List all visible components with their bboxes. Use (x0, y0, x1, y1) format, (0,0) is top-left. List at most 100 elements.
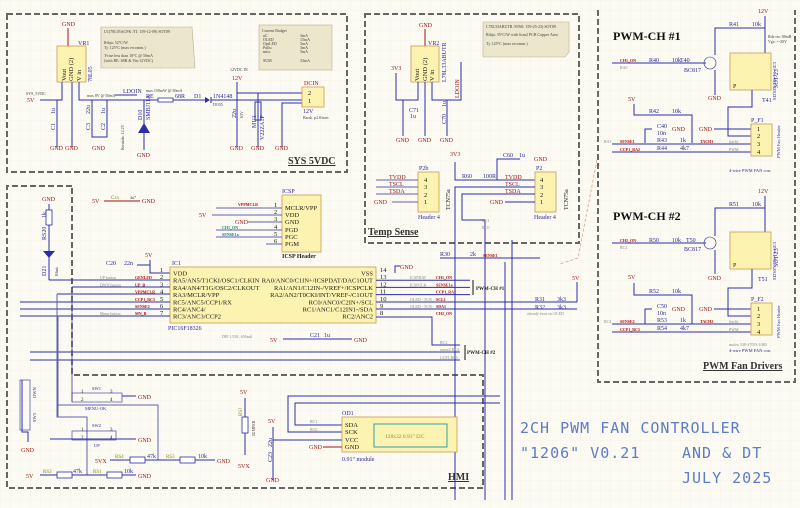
net-label: SENSE1 (483, 253, 498, 258)
c21-ref: C21 (310, 333, 320, 339)
t51-part: SI2307CDS-T1-GE3 (772, 241, 777, 280)
5v-label: 5V (26, 474, 34, 480)
r42-value: 10k (672, 109, 681, 115)
r54-value: 4k7 (680, 326, 689, 332)
c3-ref: C3 (86, 123, 92, 130)
vr1-part: 78L05 (88, 66, 94, 82)
c60-value: 1u (519, 153, 525, 159)
r41-value: 10k (752, 22, 761, 28)
wire (714, 16, 766, 55)
title-line-1: 2CH PWM FAN CONTROLLER (520, 419, 741, 437)
net-label: sense2 RC4 (440, 347, 459, 352)
net-label: RC0 (310, 427, 317, 432)
pin-number: 2 (757, 133, 760, 140)
net-label: TSDA (389, 189, 405, 195)
note-line: T-rise less than 18°C @ 50mA (104, 53, 153, 58)
p2b-header (417, 171, 440, 213)
t51-ref: T51 (758, 277, 768, 283)
mosfet-spec: Rds-on: 88mR (768, 34, 792, 39)
ic1-pin-name: RC0/ANC0/C2IN+/SCL (309, 299, 373, 306)
pin-number: 4 (540, 177, 544, 184)
p2-ref: P2 (536, 166, 542, 172)
wire (633, 104, 693, 143)
pin-number: 2 (81, 398, 84, 403)
gnd-label: GND (440, 138, 454, 144)
p2b-name: Header 4 (418, 215, 440, 221)
hmi-section-border (6, 185, 484, 489)
p-f2-name: PWM Fan Header (776, 305, 781, 338)
5v-label: 5V (572, 276, 580, 282)
mu1-ref: MU1 (252, 115, 258, 128)
pin-label: PWM (729, 327, 739, 332)
ic1-pin-number: 6 (160, 303, 164, 310)
pin-number: 3 (757, 321, 760, 328)
gnd-label: GND (92, 146, 106, 152)
net-label: RC2 (620, 245, 627, 250)
ic1-pin-number: 5 (160, 296, 163, 303)
icsp-section: 5V Cxx 4u7 GND ICSP ICSP Header 1 2 3 4 … (92, 189, 322, 260)
r40-value: 10k (672, 58, 681, 64)
p-f1-name: PWM Fan Header (776, 125, 781, 158)
wire (58, 404, 159, 460)
r41-ref: R41 (729, 22, 739, 28)
net-label: TVDD (389, 175, 406, 181)
c60-ref: C60 (503, 153, 513, 159)
budget-value: 5mA (300, 41, 308, 46)
r31-ref: R31 (535, 297, 545, 303)
pwm-section-border (597, 10, 796, 383)
connector-note: 4-wire PWM FAN con. (729, 168, 771, 173)
c2-ref: C2 (101, 123, 107, 130)
gnd-label: GND (21, 448, 35, 454)
gnd-label: GND (138, 474, 152, 480)
c70-value: 1u (442, 101, 448, 107)
5v-label: 5V (199, 213, 207, 219)
t41-package: SOT-23 (774, 69, 780, 88)
net-label: SENSE2 (135, 304, 150, 309)
gnd-label: GND (142, 199, 156, 205)
title-line-3: AND & DT (682, 444, 762, 462)
net-label: CH2_ON (620, 238, 636, 243)
sw1-button (71, 392, 123, 403)
od1-oled-module (341, 416, 458, 453)
p2b-part: TCN75a (446, 189, 452, 210)
budget-value: 3mA (300, 45, 308, 50)
r53-value: 1k (680, 318, 686, 324)
net-label: VPPMCLR (238, 202, 258, 207)
icsp-header (281, 194, 322, 253)
ic1-pin-number: 3 (160, 281, 163, 288)
net-label: GENLED (135, 275, 152, 280)
wire (287, 395, 500, 433)
pin-name: VDD (285, 212, 299, 219)
dcin-voltage: 12V (303, 109, 314, 115)
net-label: SENSE2 (620, 319, 635, 324)
net-label: CH2_ON (436, 311, 452, 316)
p2-header (534, 171, 557, 213)
ic1-pin-name: RC5/ANC5/CCP1/RX (173, 299, 232, 306)
ic1-ref: IC1 (172, 261, 181, 267)
ic1-pin-number: 10 (380, 296, 387, 303)
c50-ref: C50 (657, 304, 667, 310)
rs4-ref: RS4 (115, 455, 124, 460)
r44-ref: R44 (657, 146, 667, 152)
t40-ref: T40 (680, 58, 690, 64)
ic1-pin-name: RA0/ANC0/C1IN+/ICSPDAT/DAC1OUT (262, 278, 373, 285)
pin-name: PGD (285, 227, 298, 234)
budget-value: 3mA (300, 33, 308, 38)
ic1-pin-name: RA1/AN1/C12IN-/VREF+/ICSPCLK (274, 285, 373, 292)
net-label: RA1 (604, 139, 612, 144)
temp-section-border (364, 13, 580, 244)
section-title: SYS 5VDC (288, 156, 336, 167)
c50-value: 10n (657, 311, 666, 317)
gnd-label: GND (50, 146, 64, 152)
net-label: SYS_5VDC (26, 91, 46, 96)
d1-part: 1N4148 (213, 94, 232, 100)
pin-number: 1 (274, 202, 277, 209)
c3-value: 22u (86, 105, 92, 114)
vr1-regulator (56, 45, 87, 83)
rs1-resistor (106, 471, 123, 479)
pin-number: 2 (424, 192, 427, 199)
pin-name: SDA (345, 422, 358, 429)
r43-value: 1k (680, 138, 686, 144)
net-hint: DWN button (100, 282, 121, 287)
wire (714, 196, 766, 236)
